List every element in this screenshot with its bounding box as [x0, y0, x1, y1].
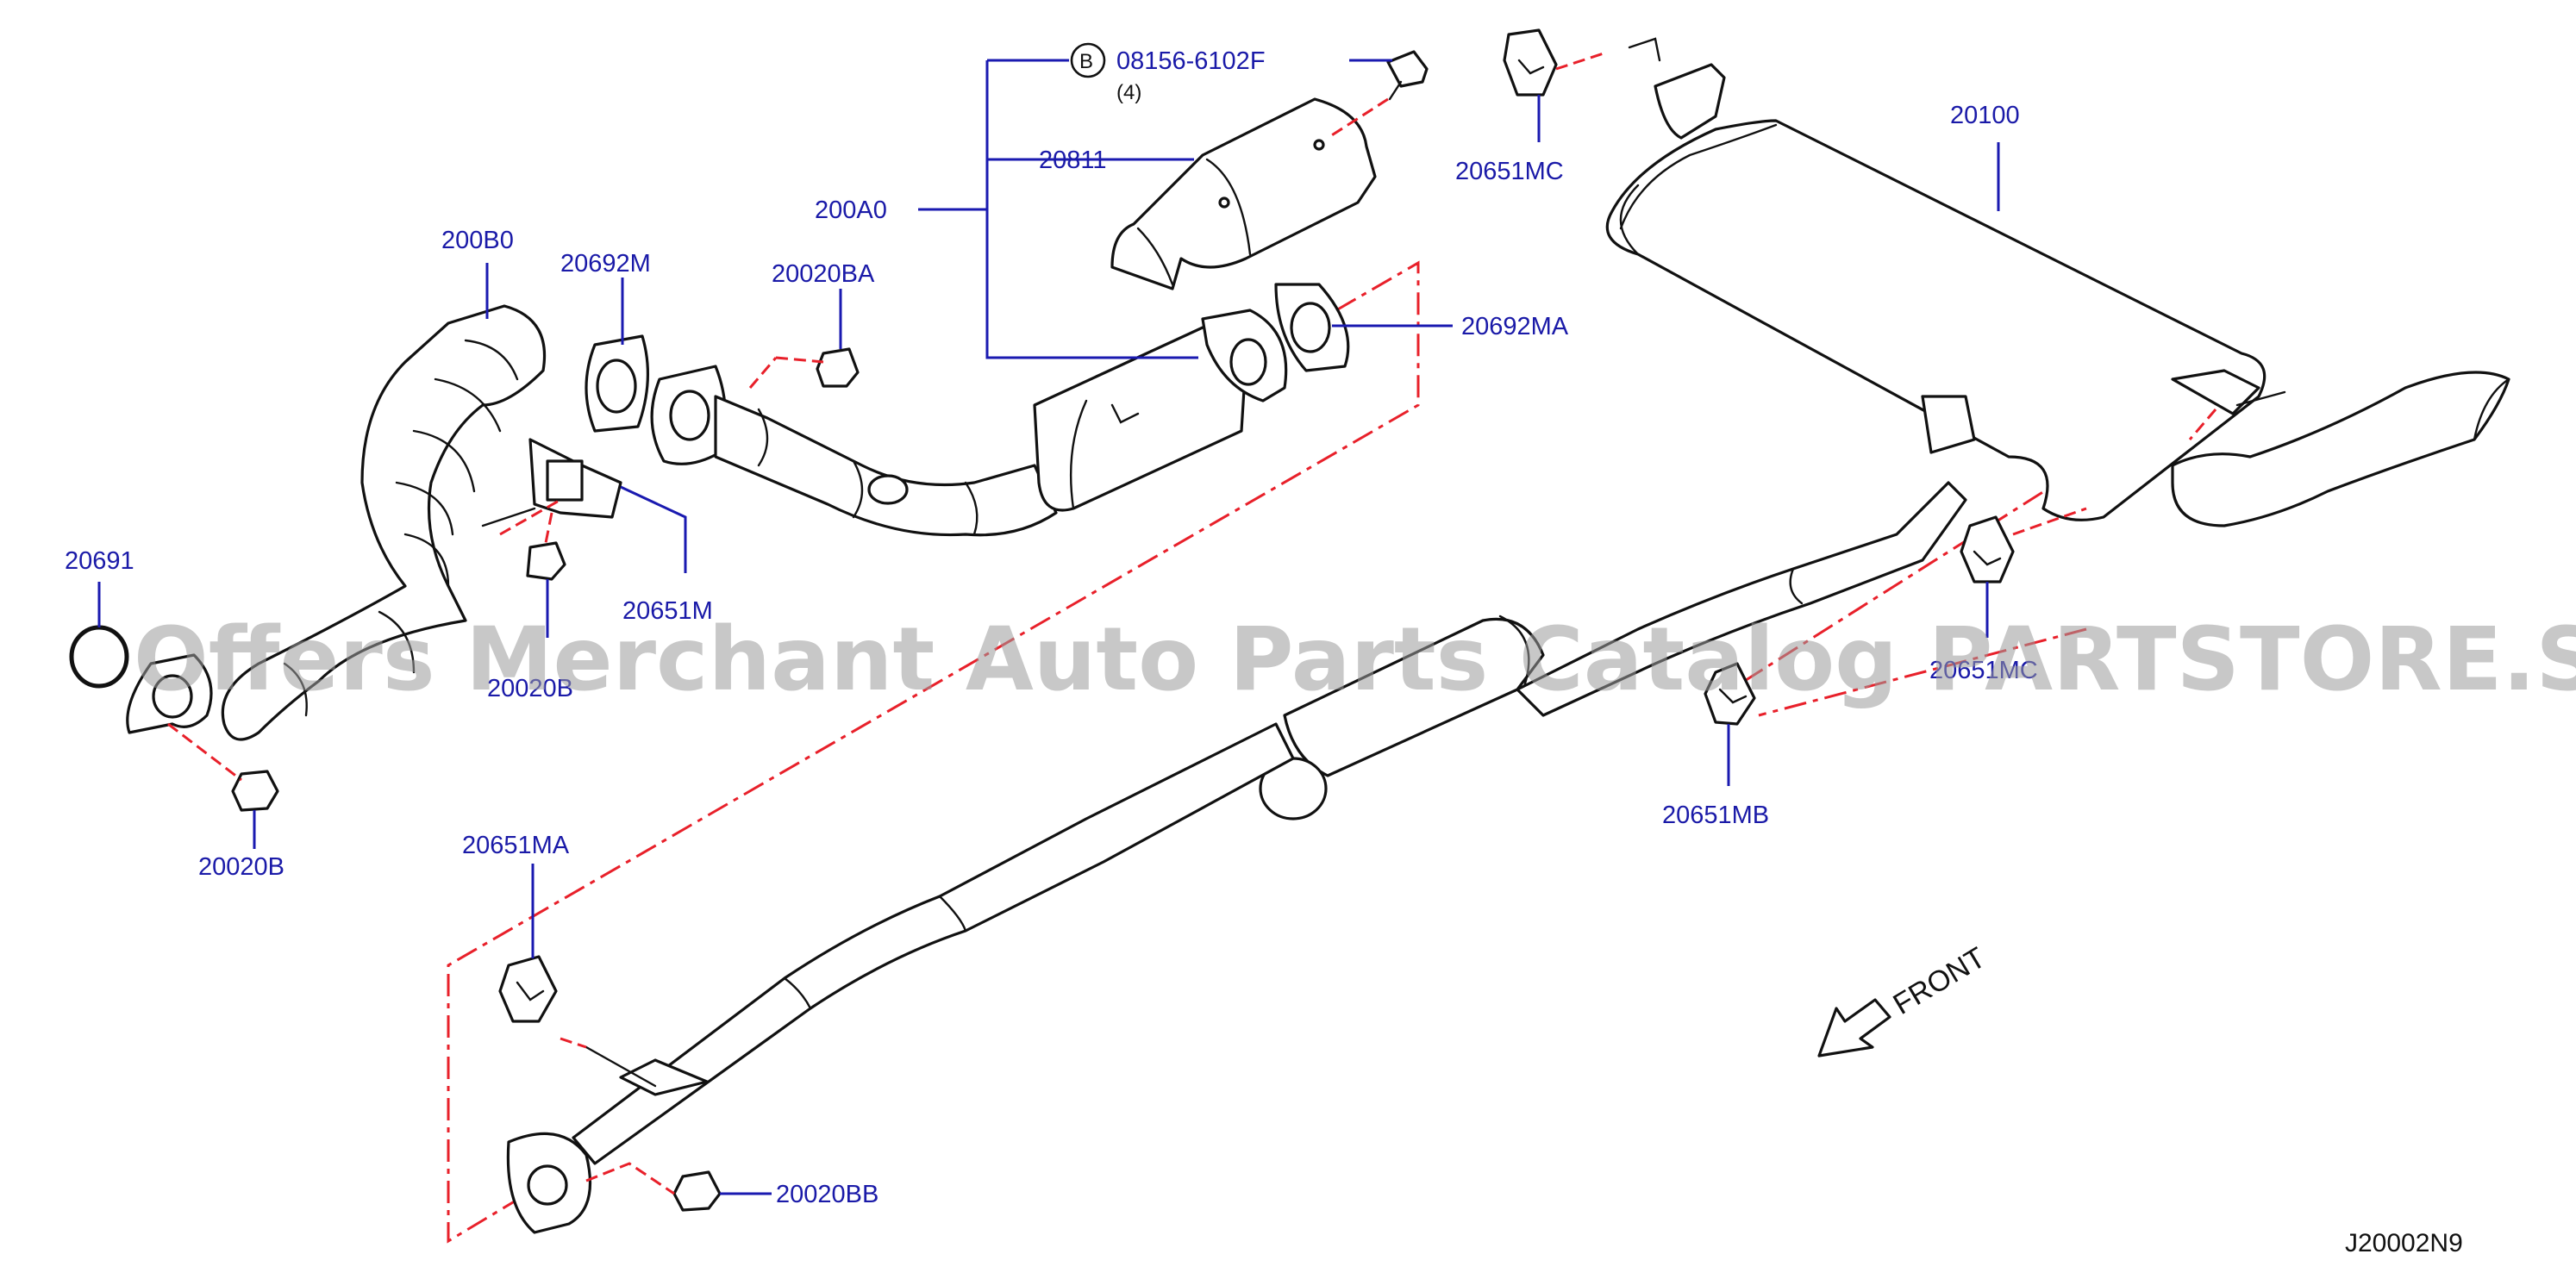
callout-20692m: 20692M: [560, 250, 651, 278]
center-pipe: [506, 481, 1967, 1234]
front-exhaust-pipe: [126, 304, 547, 741]
ring-gasket-20691: [69, 625, 129, 689]
hanger-20651ma: [498, 955, 558, 1023]
callout-20651mc-mid: 20651MC: [1929, 657, 2038, 684]
callout-20651mb: 20651MB: [1662, 802, 1769, 829]
heat-shield-20811: [1110, 97, 1377, 290]
callout-20020b: 20020B: [198, 853, 284, 881]
bolt-08156-6102f: [1327, 50, 1429, 140]
callout-20691: 20691: [65, 547, 134, 575]
assembly-boundary: [447, 260, 2113, 1244]
callout-20651mc-top: 20651MC: [1455, 158, 1564, 185]
callout-200b0: 200B0: [441, 227, 514, 254]
front-label: FRONT: [1888, 941, 1991, 1021]
hanger-20651mb: [1704, 662, 1756, 726]
gasket-20692m: [585, 334, 650, 433]
nut-20020b-flange: [167, 722, 279, 812]
bolt-ref-letter: B: [1079, 50, 1093, 73]
watermark: Offers Merchant Auto Parts Catalog PARTS…: [134, 608, 2576, 711]
diagram-code: J20002N9: [2345, 1229, 2463, 1257]
hanger-20651mc-top: [1503, 28, 1604, 97]
leader-lines: [97, 59, 2000, 1195]
callout-20020b-small: 20020B: [487, 675, 573, 702]
callout-labels: 200B0 20692M 20020BA 200A0 20811 B 08156…: [65, 42, 2038, 1208]
bolt-quantity: (4): [1116, 81, 1141, 104]
catalytic-converter-assembly: [650, 309, 1288, 537]
callout-08156-6102f: 08156-6102F: [1116, 47, 1266, 75]
nut-20020bb: [585, 1162, 722, 1212]
callout-20651m: 20651M: [622, 597, 713, 625]
callout-20651ma: 20651MA: [462, 832, 570, 859]
nut-20020ba: [748, 347, 860, 389]
main-muffler-20100: [1605, 37, 2510, 527]
mount-bracket-20651m: [481, 438, 622, 536]
callout-20692ma: 20692MA: [1461, 313, 1569, 340]
front-direction-indicator: FRONT: [1817, 941, 1991, 1058]
nut-20020b-small: [526, 512, 566, 581]
callout-20100: 20100: [1950, 102, 2020, 129]
callout-20020bb: 20020BB: [776, 1181, 878, 1208]
bolt-ref-circle: [1070, 42, 1106, 78]
callout-20020ba: 20020BA: [772, 260, 875, 288]
hanger-20651mc-mid: [1960, 507, 2087, 583]
gasket-20692ma: [1274, 283, 1350, 372]
callout-200a0: 200A0: [815, 197, 887, 224]
callout-20811: 20811: [1039, 147, 1107, 174]
